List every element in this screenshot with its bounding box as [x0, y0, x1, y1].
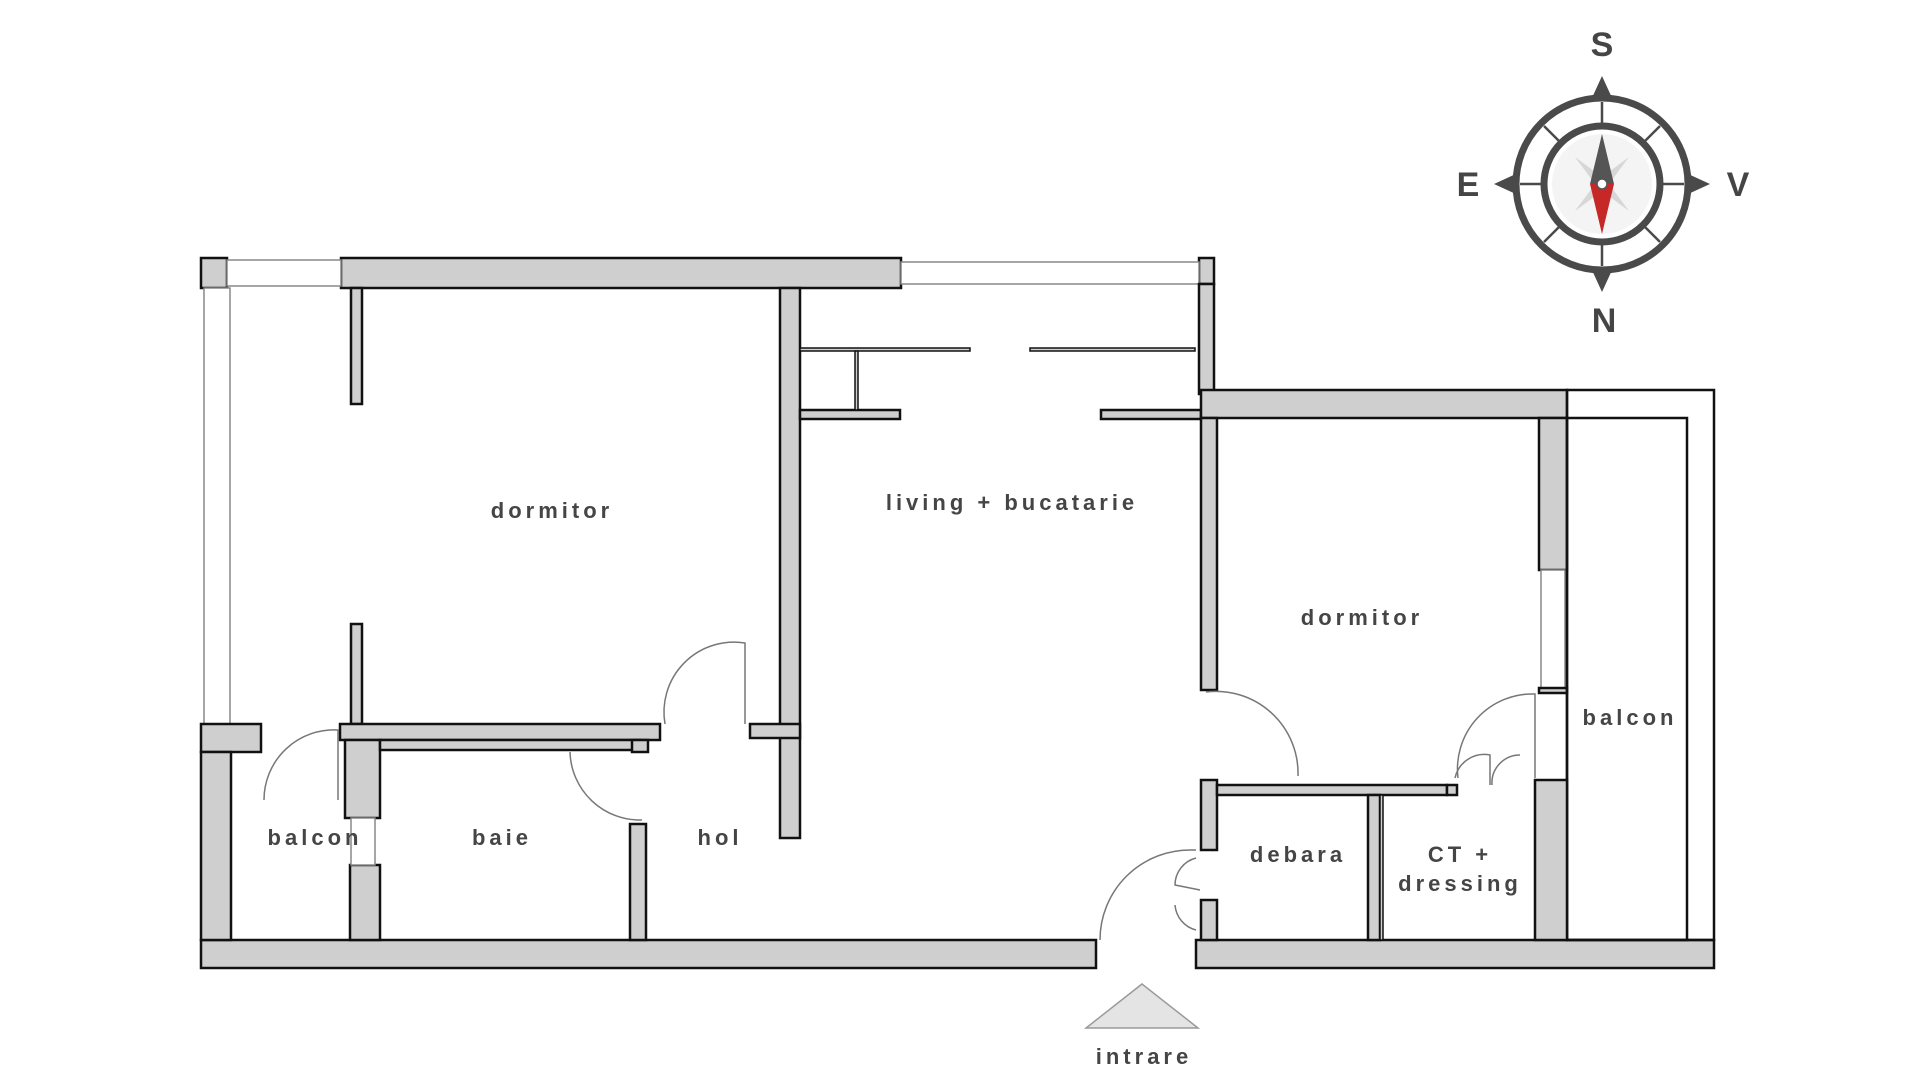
room-label-dormitor-right: dormitor — [1301, 605, 1423, 630]
room-label-hol: hol — [698, 825, 743, 850]
doors — [263, 641, 1536, 941]
compass: S N E V — [1457, 26, 1750, 340]
room-label-dormitor-left: dormitor — [491, 498, 613, 523]
compass-ticks — [1520, 102, 1684, 266]
room-label-baie: baie — [472, 825, 532, 850]
room-label-debara: debara — [1250, 842, 1346, 867]
compass-outer-ring — [1512, 94, 1692, 274]
compass-arrow-right — [1686, 173, 1710, 195]
compass-arrow-left — [1494, 173, 1518, 195]
room-label-balcon-right: balcon — [1583, 705, 1678, 730]
compass-label-east: E — [1457, 166, 1480, 204]
entrance-arrow — [1083, 983, 1201, 1029]
room-label-ct-line1: CT + — [1428, 842, 1492, 867]
compass-label-north: N — [1592, 302, 1617, 340]
compass-arrow-bottom — [1591, 268, 1613, 292]
left-bedroom-walls — [349, 282, 1216, 840]
compass-label-south: S — [1591, 26, 1614, 64]
compass-inner-ring — [1540, 122, 1664, 246]
bottom-walls — [199, 938, 1716, 970]
entrance-label: intrare — [1096, 1044, 1192, 1069]
left-glazing — [203, 287, 231, 725]
compass-pivot — [1596, 178, 1608, 190]
room-label-living: living + bucatarie — [886, 490, 1138, 515]
compass-arrow-top — [1591, 76, 1613, 100]
right-bedroom-walls — [1199, 388, 1716, 942]
compass-label-west: V — [1727, 166, 1750, 204]
room-label-ct-line2: dressing — [1398, 871, 1522, 896]
compass-needle-grey — [1590, 134, 1614, 184]
room-label-balcon-left: balcon — [268, 825, 363, 850]
compass-needle-red — [1590, 184, 1614, 234]
top-walls — [199, 256, 1216, 290]
bath-area-walls — [199, 722, 802, 942]
